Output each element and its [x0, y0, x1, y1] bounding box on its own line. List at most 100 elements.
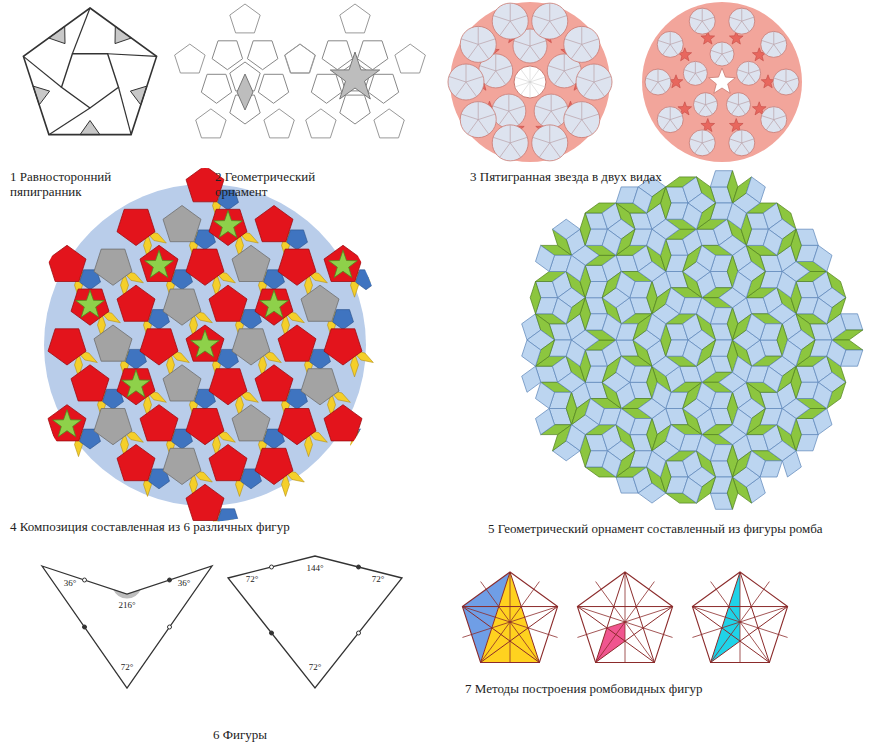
- angle-label: 216°: [113, 600, 141, 610]
- thick-rhomb: [585, 399, 604, 425]
- thick-rhomb: [647, 451, 666, 477]
- rosette-ground: [642, 2, 802, 162]
- spoked-disc: [773, 69, 799, 95]
- rhomb-ornament: [522, 171, 863, 510]
- tile: [306, 109, 336, 138]
- ground-disc: [44, 184, 366, 506]
- thick-rhomb: [522, 366, 541, 392]
- construction-line: [727, 101, 738, 105]
- construction-line: [530, 82, 545, 87]
- red-pentagon: [186, 249, 224, 285]
- tile: [80, 121, 100, 135]
- construction-line: [514, 41, 530, 46]
- construction-line: [455, 82, 466, 97]
- construction-line: [530, 66, 531, 82]
- construction-line: [663, 120, 671, 131]
- green-star: [76, 290, 105, 317]
- construction-line: [729, 17, 741, 21]
- construction-line: [468, 44, 479, 59]
- construction-line: [500, 21, 511, 36]
- spoked-disc: [657, 107, 683, 133]
- spoked-disc: [532, 3, 568, 39]
- construction-line: [731, 105, 738, 115]
- spoked-disc: [710, 42, 734, 66]
- grey-pentagon: [232, 405, 270, 441]
- tile: [264, 109, 294, 138]
- construction-line: [695, 21, 703, 32]
- construction-line: [533, 16, 550, 22]
- construction-line: [722, 50, 733, 54]
- thick-rhomb: [813, 382, 832, 408]
- figure-caption: 1 Равносторонний пяпигранник: [10, 170, 150, 200]
- red-pentagon: [255, 289, 293, 325]
- thick-rhomb: [777, 409, 796, 435]
- construction-line: [496, 66, 512, 71]
- construction-line: [549, 3, 550, 21]
- construction-line: [564, 71, 574, 85]
- construction-line: [533, 137, 550, 143]
- thick-rhomb: [683, 477, 702, 503]
- red-pentagon: [48, 329, 86, 365]
- construction-line: [786, 78, 798, 82]
- construction-line: [119, 87, 132, 134]
- pentagon-outline: [577, 572, 672, 663]
- tile: [285, 44, 316, 73]
- construction-line: [684, 70, 695, 74]
- white-star: [709, 68, 736, 93]
- construction-line: [773, 31, 774, 44]
- red-pentagon: [186, 484, 224, 520]
- construction-line: [495, 54, 496, 71]
- construction-line: [741, 130, 742, 143]
- construction-line: [539, 21, 550, 36]
- thick-rhomb: [827, 340, 846, 366]
- construction-line: [468, 120, 479, 135]
- construction-line: [23, 56, 61, 87]
- thick-rhomb: [553, 219, 581, 239]
- thick-rhomb: [813, 298, 832, 324]
- red-pentagon: [209, 209, 247, 245]
- thick-rhomb: [536, 409, 555, 435]
- thick-rhomb: [666, 288, 685, 314]
- thin-rhomb: [580, 213, 591, 245]
- construction-line: [670, 44, 678, 55]
- construction-line: [581, 102, 582, 120]
- thick-rhomb: [566, 255, 585, 281]
- construction-line: [550, 137, 567, 143]
- construction-line: [702, 139, 714, 143]
- tile: [258, 74, 288, 103]
- thick-rhomb: [763, 229, 782, 255]
- edge-mark: [357, 631, 361, 635]
- construction-line: [711, 50, 722, 54]
- thick-rhomb: [616, 409, 635, 435]
- figure-caption: 7 Методы построения ромбовидных фигур: [465, 682, 795, 697]
- construction-line: [478, 120, 489, 135]
- construction-line: [530, 46, 540, 60]
- construction-line: [658, 40, 670, 44]
- construction-line: [773, 107, 774, 120]
- construction-line: [722, 42, 723, 54]
- construction-line: [594, 76, 611, 82]
- construction-line: [715, 54, 722, 64]
- edge-mark: [83, 578, 87, 582]
- construction-line: [774, 40, 786, 44]
- construction-line: [738, 105, 745, 115]
- construction-line: [510, 137, 527, 143]
- thick-rhomb: [763, 366, 782, 392]
- red-pentagon: [140, 245, 178, 281]
- blue-pentagon: [356, 270, 377, 290]
- construction-line: [577, 607, 672, 638]
- pentagon-figure: [23, 8, 156, 135]
- construction-line: [738, 101, 749, 105]
- construction-line: [582, 120, 593, 135]
- construction-line: [734, 21, 742, 32]
- construction-line: [493, 106, 509, 111]
- construction-line: [478, 39, 495, 45]
- construction-line: [461, 114, 478, 120]
- red-pentagon: [209, 445, 247, 481]
- construction-line: [577, 76, 594, 82]
- tile: [374, 109, 404, 138]
- construction-line: [761, 40, 773, 44]
- red-pentagon: [117, 445, 155, 481]
- figure-caption: 6 Фигуры: [180, 728, 300, 743]
- tile: [49, 26, 65, 43]
